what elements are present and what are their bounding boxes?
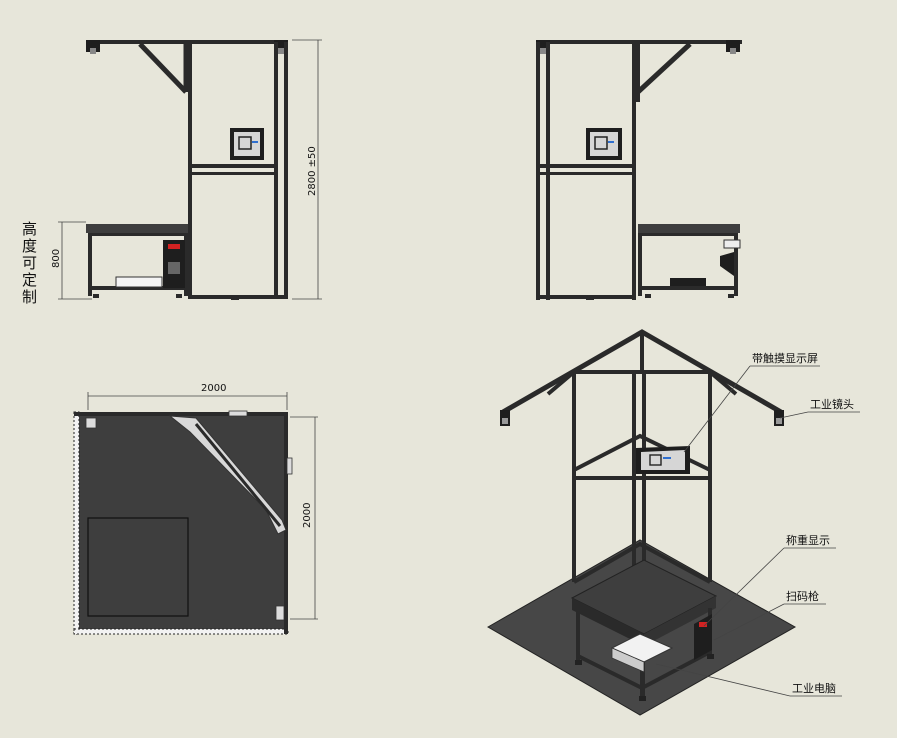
camera-icon [774, 410, 784, 426]
customizable-char-4: 制 [22, 288, 37, 306]
customizable-char-1: 度 [22, 237, 37, 255]
callout-industrial-pc: 工业电脑 [792, 682, 836, 695]
scale-display-icon [163, 240, 185, 288]
iso-view: 带触摸显示屏 工业镜头 称重显示 扫码枪 工业电脑 [486, 329, 860, 716]
touch-screen-icon [230, 128, 264, 160]
industrial-pc-icon [610, 633, 674, 673]
callout-weighing-display: 称重显示 [786, 533, 830, 547]
side-view [536, 40, 742, 300]
customizable-char-0: 高 [22, 220, 37, 238]
dim-height-label: 2800 ±50 [307, 146, 318, 196]
scale-display-icon [694, 614, 712, 660]
touch-screen-icon [586, 128, 622, 160]
camera-icon [500, 410, 510, 426]
callout-touch-screen: 带触摸显示屏 [752, 351, 818, 365]
dim-width-label: 2000 [201, 383, 226, 394]
scanner-icon [720, 239, 741, 276]
customizable-char-3: 定 [22, 271, 37, 289]
dim-table-label: 800 [51, 249, 62, 268]
callout-industrial-lens: 工业镜头 [810, 397, 854, 411]
touch-screen-icon [636, 446, 690, 474]
front-view: 2800 ±50 800 高 度 可 定 制 [22, 39, 322, 306]
dim-depth-label: 2000 [302, 503, 313, 528]
customizable-char-2: 可 [22, 254, 37, 272]
callout-barcode-scanner: 扫码枪 [786, 589, 819, 603]
camera-icon [726, 40, 740, 54]
camera-icon [86, 40, 100, 54]
top-view: 2000 2000 [73, 383, 318, 635]
